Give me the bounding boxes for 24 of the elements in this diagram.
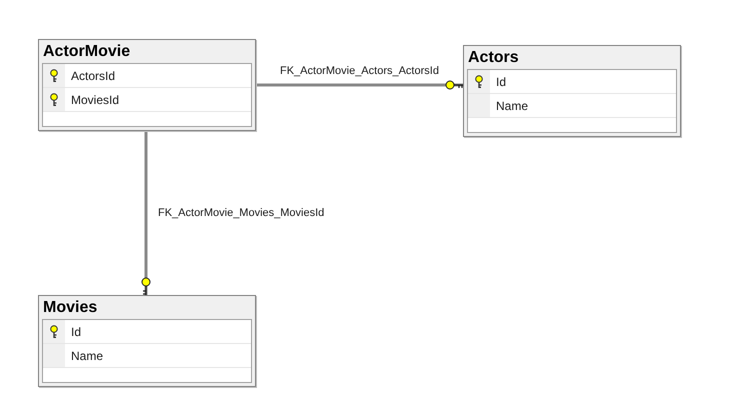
key-icon [49,68,59,82]
column-row [43,64,251,88]
key-icon [49,324,59,338]
table-box [463,45,681,137]
edge-label: FK_ActorMovie_Movies_MoviesId [158,207,324,220]
column-name: Id [495,74,506,90]
table-box [38,39,256,131]
edge-label: FK_ActorMovie_Actors_ActorsId [280,65,439,78]
column-name: ActorsId [70,68,116,84]
column-row [468,94,676,118]
column-name: Name [70,348,104,364]
key-icon [474,74,484,88]
column-row [43,344,251,368]
column-name: Name [495,98,528,114]
column-row [43,88,251,112]
column-name: Id [70,324,82,340]
column-row [43,320,251,344]
column-row [468,70,676,94]
table-box [38,295,256,387]
table-title: ActorMovie [42,42,132,62]
key-icon [49,92,59,106]
table-title: Movies [42,298,98,318]
column-name: MoviesId [70,92,120,108]
table-title: Actors [467,48,520,68]
